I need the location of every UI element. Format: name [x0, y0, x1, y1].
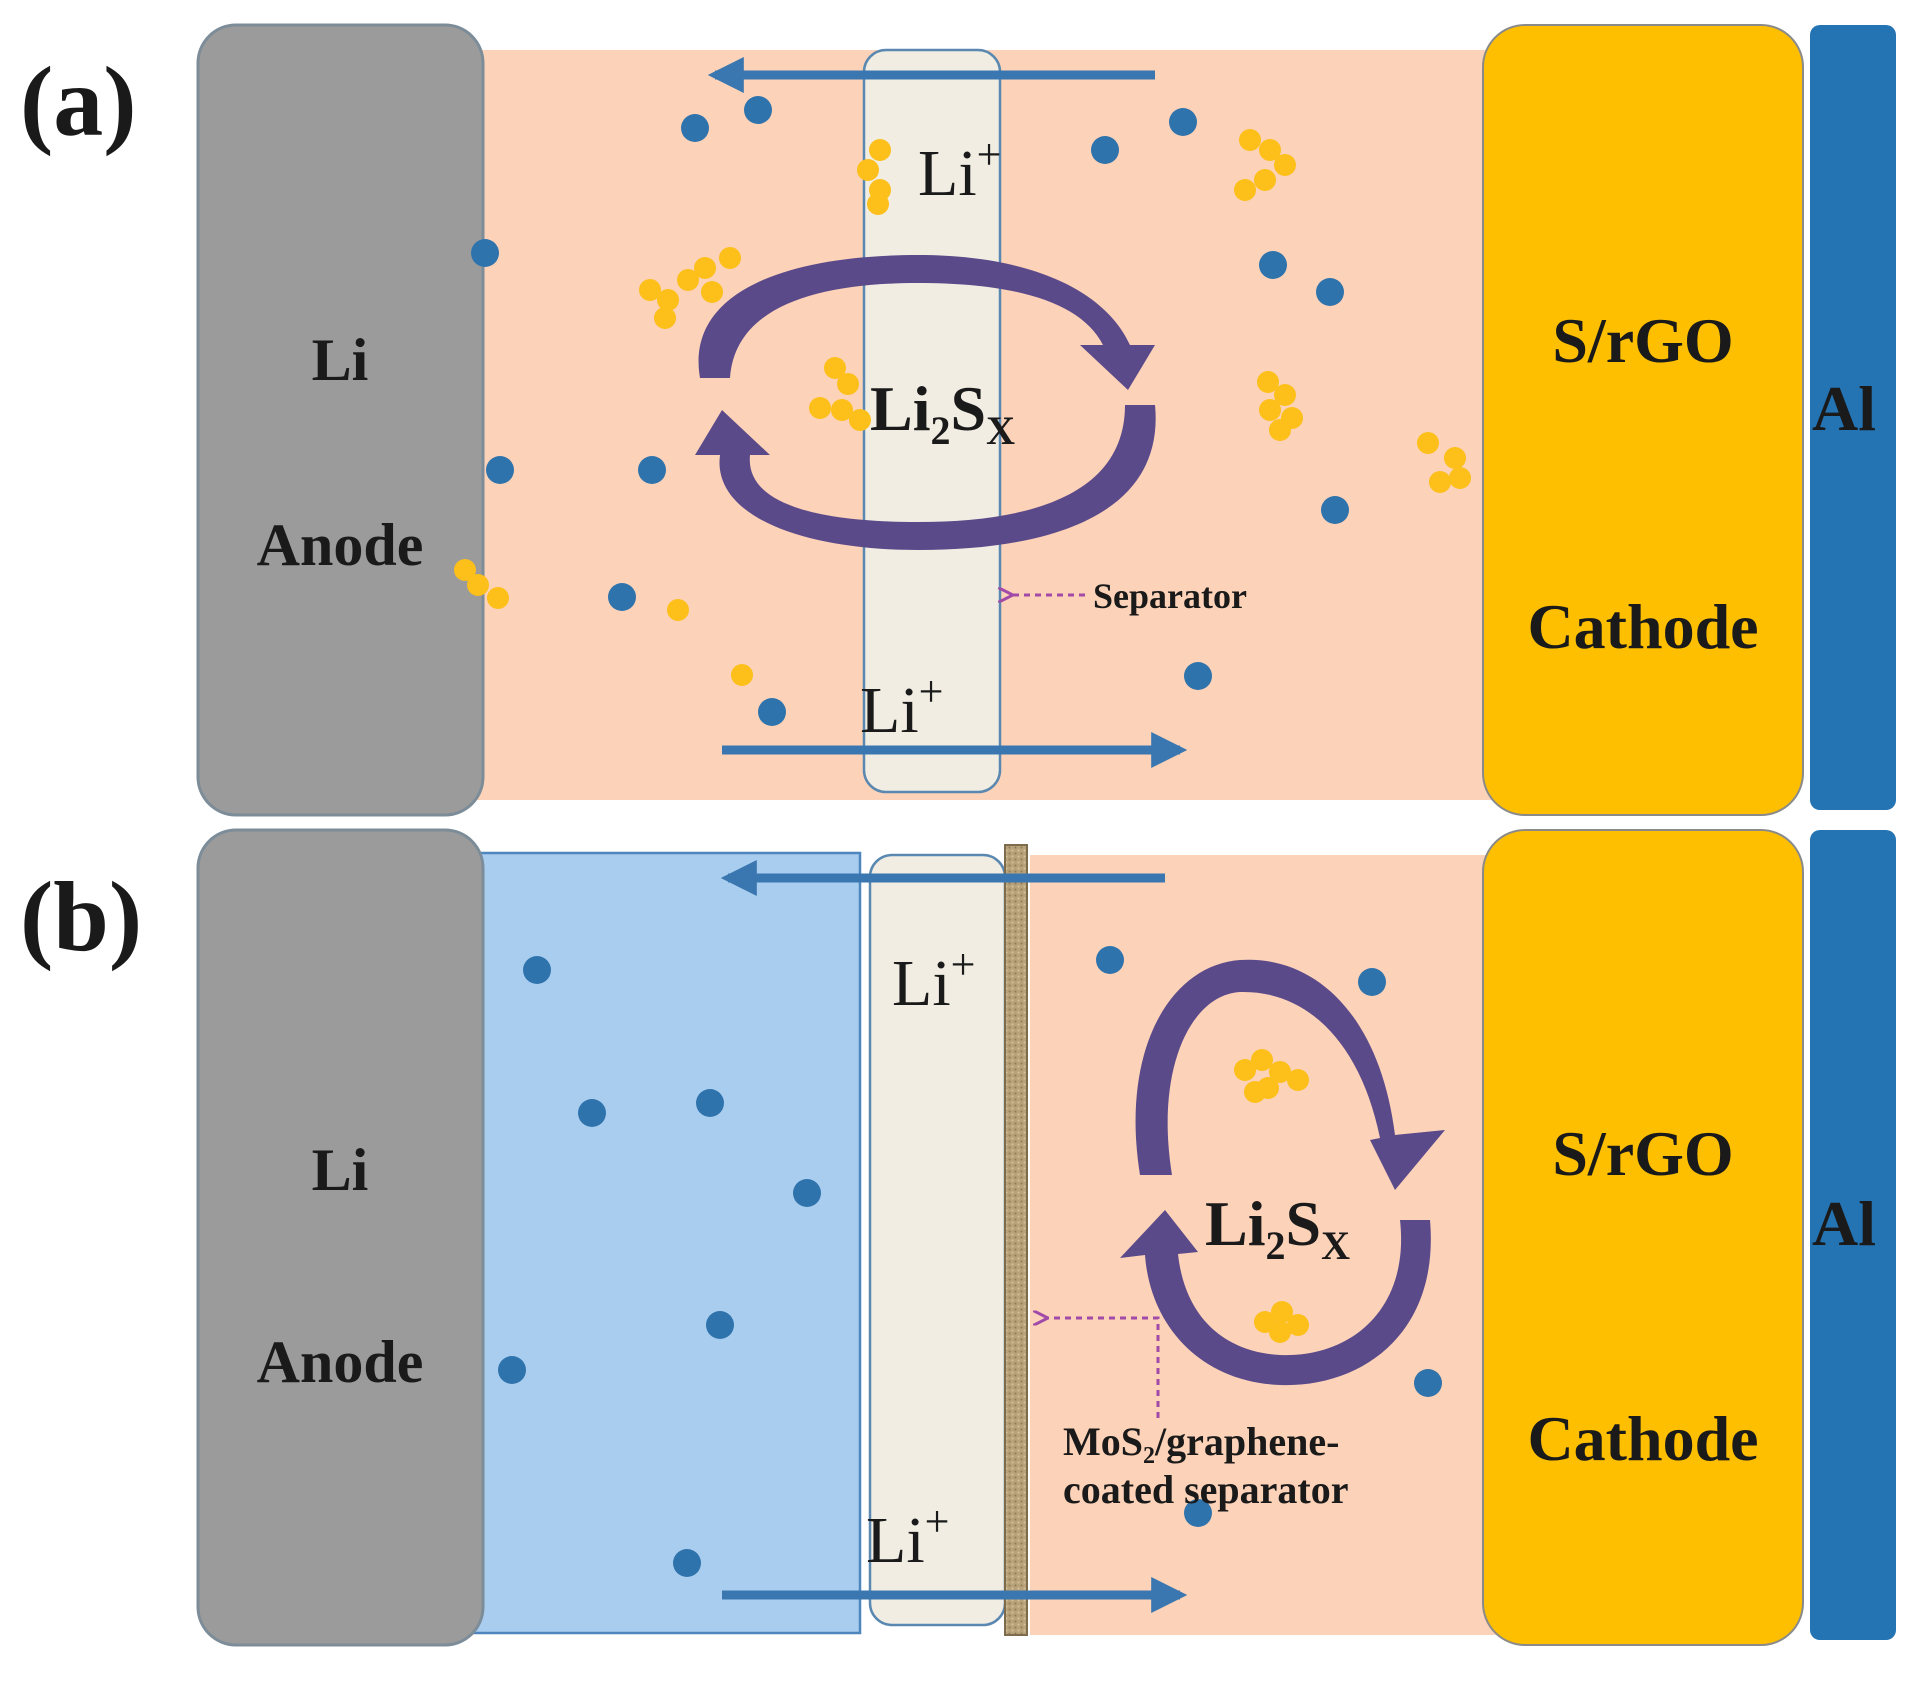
panel-a-polysulfide-formula: Li2SX — [870, 373, 1015, 453]
panel-a-li-ion-dots — [471, 96, 1349, 726]
panel-b-letter: (b) — [20, 861, 142, 972]
panel-a-li-ion-bottom: Li+ — [860, 667, 943, 747]
panel-b-li-ion-top: Li+ — [892, 940, 975, 1020]
panel-a-cathode-material: S/rGO — [1552, 305, 1733, 376]
panel-b-cathode — [1482, 829, 1804, 1646]
panel-b-coated-separator-label-2: coated separator — [1063, 1467, 1348, 1512]
panel-b-li-ion-bottom: Li+ — [866, 1497, 949, 1577]
panel-b-cathode-label: Cathode — [1527, 1403, 1758, 1474]
panel-b-coated-separator-label-1: MoS₂/graphene- — [1063, 1419, 1339, 1464]
panel-b-cycle-arrow-lower — [1120, 1210, 1431, 1386]
panel-a-separator-label: Separator — [1093, 576, 1247, 616]
panel-a-cathode-label: Cathode — [1527, 591, 1758, 662]
panel-b-cycle-arrow-upper — [1135, 959, 1445, 1190]
panel-b-anode — [196, 828, 485, 1647]
panel-a-polysulfide-dots — [454, 129, 1471, 686]
panel-b-polysulfide-formula: Li2SX — [1205, 1188, 1350, 1268]
panel-a-letter: (a) — [20, 46, 137, 157]
panel-a-cycle-arrow-lower — [695, 405, 1156, 550]
panel-a-li-ion-top: Li+ — [918, 130, 1001, 210]
panel-b-al-collector — [1810, 830, 1896, 1640]
panel-b-anode-label: Anode — [257, 1329, 424, 1395]
panel-a-cycle-arrow-upper — [698, 255, 1155, 390]
panel-a-cathode — [1482, 24, 1804, 816]
panel-a-anode-label: Anode — [257, 512, 424, 578]
panel-b-collector-label: Al — [1812, 1188, 1876, 1259]
panel-a: (a) Li Anode S/rGO Cathode Al Li+ Li+ Li… — [20, 23, 1896, 817]
panel-b-li-ion-dots — [498, 946, 1442, 1577]
panel-b-coating-callout — [1045, 1318, 1160, 1418]
panel-b-cathode-material: S/rGO — [1552, 1118, 1733, 1189]
panel-b-anode-material: Li — [312, 1137, 369, 1203]
panel-b-coating-layer — [1004, 844, 1028, 1636]
panel-a-collector-label: Al — [1812, 373, 1876, 444]
panel-a-anode-material: Li — [312, 327, 369, 393]
panel-b: (b) Li Anode S/rGO Cathode Al Li+ Li+ Li… — [20, 828, 1896, 1647]
panel-a-anode — [196, 23, 485, 817]
panel-b-polysulfide-dots — [1234, 1049, 1309, 1343]
panel-a-al-collector — [1810, 25, 1896, 810]
